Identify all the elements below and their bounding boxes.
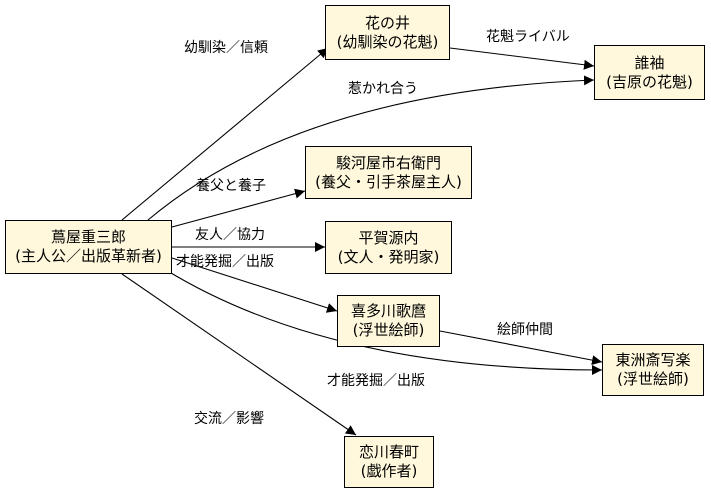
- edge-label-tsutaya-surugaya: 養父と養子: [196, 178, 266, 194]
- node-name: 駿河屋市右衛門: [335, 153, 441, 172]
- node-role: (浮世絵師): [352, 321, 425, 339]
- node-name: 誰袖: [634, 53, 665, 72]
- edge-tsutaya-hananoi: [121, 47, 329, 221]
- node-surugaya: 駿河屋市右衛門 (養父・引手茶屋主人): [305, 146, 472, 199]
- node-tsutaya: 蔦屋重三郎 (主人公／出版革新者): [5, 220, 172, 274]
- edge-label-tsutaya-koikawa: 交流／影響: [194, 411, 264, 427]
- node-role: (浮世絵師): [617, 370, 689, 388]
- node-role: (幼馴染の花魁): [336, 32, 439, 51]
- node-koikawa: 恋川春町 (戯作者): [344, 436, 434, 488]
- node-name: 恋川春町: [358, 443, 419, 461]
- edge-label-hananoi-tagasode: 花魁ライバル: [486, 29, 570, 45]
- node-name: 花の井: [364, 13, 410, 32]
- edge-label-tsutaya-tagasode: 惹かれ合う: [348, 81, 418, 97]
- node-hiraga: 平賀源内 (文人・発明家): [325, 221, 452, 274]
- node-role: (吉原の花魁): [606, 72, 693, 91]
- node-kitagawa: 喜多川歌麿 (浮世絵師): [337, 295, 440, 347]
- node-name: 平賀源内: [358, 228, 419, 247]
- edge-tsutaya-tagasode: [147, 75, 595, 221]
- edge-label-tsutaya-hiraga: 友人／協力: [195, 227, 265, 243]
- edge-tsutaya-surugaya: [171, 188, 306, 228]
- node-name: 喜多川歌麿: [350, 302, 426, 320]
- node-role: (養父・引手茶屋主人): [315, 172, 462, 191]
- node-tagasode: 誰袖 (吉原の花魁): [594, 45, 705, 100]
- node-role: (戯作者): [360, 462, 418, 480]
- edge-tsutaya-koikawa: [121, 273, 357, 436]
- edge-label-kitagawa-toshusai: 絵師仲間: [497, 322, 553, 338]
- node-role: (文人・発明家): [337, 247, 440, 266]
- node-name: 蔦屋重三郎: [50, 228, 126, 246]
- edge-tsutaya-kitagawa: [171, 257, 338, 313]
- node-toshusai: 東洲斎写楽 (浮世絵師): [602, 344, 704, 396]
- node-role: (主人公／出版革新者): [15, 247, 162, 265]
- edge-kitagawa-toshusai: [439, 330, 603, 366]
- node-hananoi: 花の井 (幼馴染の花魁): [325, 5, 450, 60]
- node-name: 東洲斎写楽: [615, 351, 691, 369]
- edge-label-tsutaya-toshusai: 才能発掘／出版: [327, 373, 425, 389]
- edge-label-tsutaya-hananoi: 幼馴染／信頼: [184, 40, 268, 56]
- edge-label-tsutaya-kitagawa: 才能発掘／出版: [176, 254, 274, 270]
- edge-hananoi-tagasode: [449, 47, 595, 70]
